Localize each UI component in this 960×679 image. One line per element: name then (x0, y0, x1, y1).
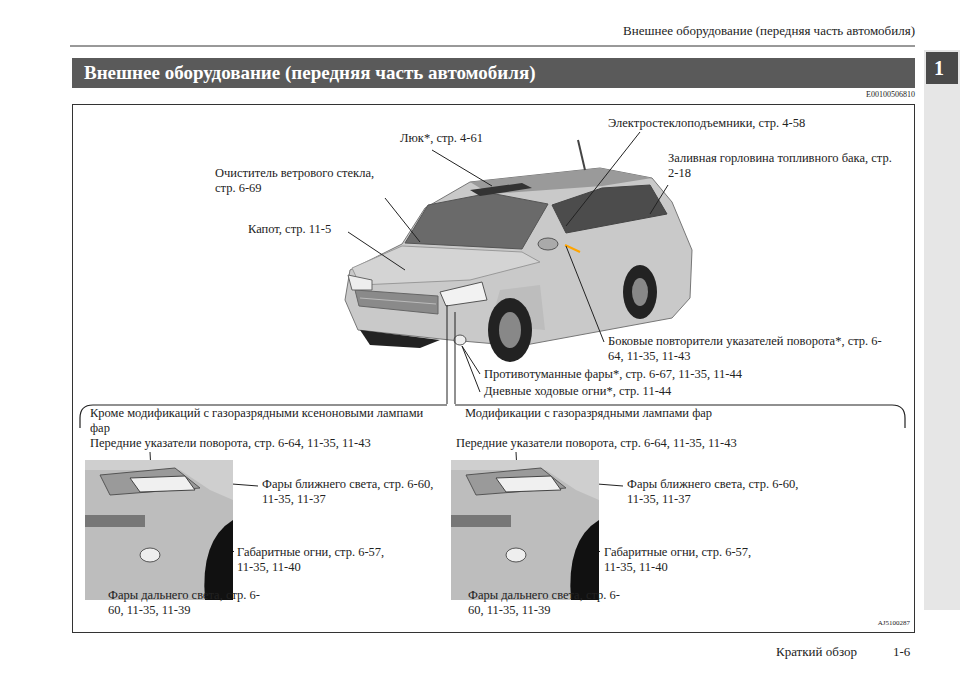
front-photo (85, 460, 233, 600)
doc-code: E00100506810 (866, 90, 915, 100)
car-illustration (345, 140, 692, 362)
callout-label: Очиститель ветрового стекла, стр. 6-69 (215, 166, 395, 196)
callout-label: Люк*, стр. 4-61 (400, 131, 483, 146)
callout-label: Противотуманные фары*, стр. 6-67, 11-35,… (484, 367, 742, 382)
tab-strip (924, 50, 960, 610)
section-heading: Модификации с газоразрядными лампами фар (465, 406, 885, 421)
header-rule (70, 46, 915, 47)
callout-label: Дневные ходовые огни*, стр. 11-44 (484, 384, 671, 399)
callout-label: Фары ближнего света, стр. 6-60, 11-35, 1… (627, 477, 805, 507)
figure-code: AJ5100287 (878, 619, 910, 628)
chapter-tab: 1 (923, 56, 955, 81)
callout-label: Капот, стр. 11-5 (248, 222, 331, 237)
callout-label: Фары ближнего света, стр. 6-60, 11-35, 1… (262, 477, 440, 507)
callout-label: Габаритные огни, стр. 6-57, 11-35, 11-40 (237, 545, 389, 575)
callout-label: Электростеклоподъемники, стр. 4-58 (608, 116, 805, 131)
callout-label: Фары дальнего света, стр. 6-60, 11-35, 1… (468, 588, 620, 618)
title-text: Внешнее оборудование (передняя часть авт… (84, 61, 536, 85)
footer-section: Краткий обзор (776, 644, 857, 660)
section-heading: Кроме модификаций с газоразрядными ксено… (90, 406, 425, 436)
callout-label: Габаритные огни, стр. 6-57, 11-35, 11-40 (604, 545, 756, 575)
callout-label: Фары дальнего света, стр. 6-60, 11-35, 1… (108, 588, 260, 618)
front-photo (451, 460, 599, 600)
callout-label: Боковые повторители указателей поворота*… (608, 334, 888, 364)
page-number: 1-6 (893, 644, 910, 660)
page-header: Внешнее оборудование (передняя часть авт… (623, 23, 915, 39)
outer-frame (73, 105, 915, 633)
title-bar (72, 58, 915, 88)
callout-label: Заливная горловина топливного бака, стр.… (668, 151, 903, 181)
callout-label: Передние указатели поворота, стр. 6-64, … (90, 436, 371, 451)
callout-label: Передние указатели поворота, стр. 6-64, … (456, 436, 737, 451)
section-bracket (455, 405, 905, 428)
